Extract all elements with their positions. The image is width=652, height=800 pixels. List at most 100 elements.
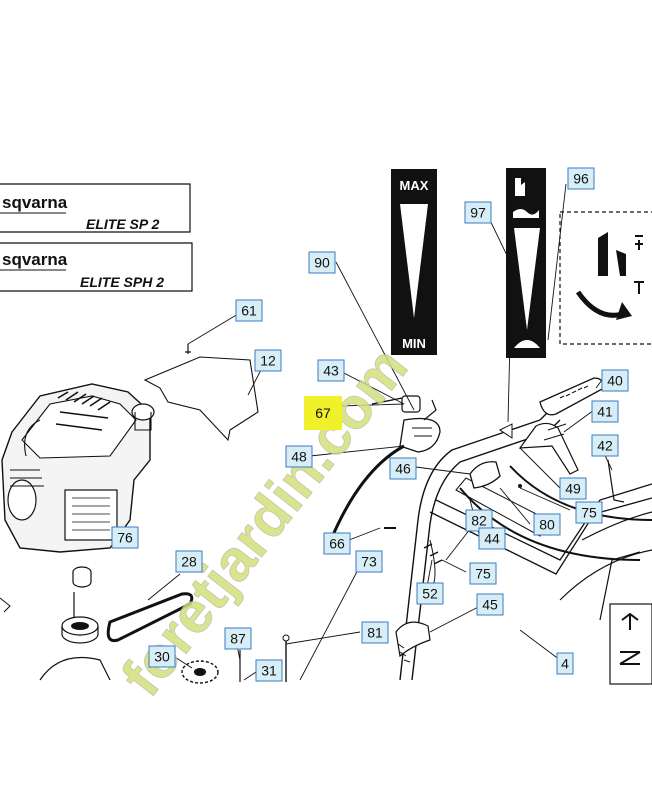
part-label-number: 66 bbox=[329, 536, 345, 552]
part-label-97: 97 bbox=[464, 201, 492, 224]
part-label-number: 12 bbox=[260, 353, 276, 369]
part-label-61: 61 bbox=[235, 299, 263, 322]
part-label-box bbox=[601, 369, 629, 392]
part-label-number: 80 bbox=[539, 517, 555, 533]
part-label-number: 42 bbox=[597, 438, 613, 454]
part-label-number: 41 bbox=[597, 404, 613, 420]
part-label-box bbox=[533, 513, 561, 536]
part-label-number: 31 bbox=[261, 663, 277, 679]
part-label-28: 28 bbox=[175, 550, 203, 573]
part-label-40: 40 bbox=[601, 369, 629, 392]
part-label-75: 75 bbox=[575, 501, 603, 524]
part-label-box bbox=[175, 550, 203, 573]
part-label-box bbox=[575, 501, 603, 524]
part-label-66: 66 bbox=[323, 532, 351, 555]
part-label-46: 46 bbox=[389, 457, 417, 480]
part-label-box bbox=[469, 562, 497, 585]
part-label-box bbox=[464, 201, 492, 224]
part-label-number: 90 bbox=[314, 255, 330, 271]
speed-decal bbox=[506, 168, 546, 358]
part-label-87: 87 bbox=[224, 627, 252, 650]
part-label-number: 28 bbox=[181, 554, 197, 570]
part-label-45: 45 bbox=[476, 593, 504, 616]
part-label-box bbox=[556, 652, 574, 675]
part-label-box bbox=[361, 621, 389, 644]
part-label-12: 12 bbox=[254, 349, 282, 372]
part-label-number: 49 bbox=[565, 481, 581, 497]
brand-panel-sph2-model: ELITE SPH 2 bbox=[80, 274, 164, 290]
brand-panel-sph2: sqvarna ELITE SPH 2 bbox=[0, 242, 193, 292]
part-label-box bbox=[567, 167, 595, 190]
part-label-31: 31 bbox=[255, 659, 283, 682]
part-label-90: 90 bbox=[308, 251, 336, 274]
throttle-decal-min: MIN bbox=[402, 336, 426, 351]
part-label-number: 43 bbox=[323, 363, 339, 379]
part-label-number: 81 bbox=[367, 625, 383, 641]
part-label-box bbox=[308, 251, 336, 274]
part-label-number: 82 bbox=[471, 513, 487, 529]
part-label-box bbox=[224, 627, 252, 650]
part-label-number: 52 bbox=[422, 586, 438, 602]
part-label-43: 43 bbox=[317, 359, 345, 382]
part-label-box bbox=[148, 645, 176, 668]
part-label-96: 96 bbox=[567, 167, 595, 190]
part-label-number: 76 bbox=[117, 530, 133, 546]
part-label-box bbox=[317, 359, 345, 382]
part-label-box bbox=[235, 299, 263, 322]
part-label-41: 41 bbox=[591, 400, 619, 423]
brand-panel-sp2-brand: sqvarna bbox=[2, 193, 68, 212]
part-label-number: 61 bbox=[241, 303, 257, 319]
part-label-75: 75 bbox=[469, 562, 497, 585]
engine bbox=[1, 383, 155, 553]
part-label-number: 44 bbox=[484, 531, 500, 547]
part-label-49: 49 bbox=[559, 477, 587, 500]
part-label-box bbox=[323, 532, 351, 555]
part-label-48: 48 bbox=[285, 445, 313, 468]
part-label-30: 30 bbox=[148, 645, 176, 668]
instruction-decal bbox=[559, 211, 652, 345]
part-label-number: 97 bbox=[470, 205, 486, 221]
part-label-80: 80 bbox=[533, 513, 561, 536]
part-label-4: 4 bbox=[556, 652, 574, 675]
cover-plate bbox=[143, 344, 259, 442]
throttle-decal-max: MAX bbox=[400, 178, 429, 193]
drive-parts bbox=[0, 566, 290, 684]
handlebar bbox=[384, 377, 652, 685]
part-label-number: 40 bbox=[607, 373, 623, 389]
part-label-number: 30 bbox=[154, 649, 170, 665]
part-label-73: 73 bbox=[355, 550, 383, 573]
part-label-box bbox=[254, 349, 282, 372]
part-label-number: 87 bbox=[230, 631, 246, 647]
part-label-number: 75 bbox=[581, 505, 597, 521]
part-label-number: 4 bbox=[561, 656, 569, 672]
part-label-52: 52 bbox=[416, 582, 444, 605]
brand-panel-sp2-model: ELITE SP 2 bbox=[86, 216, 160, 232]
part-label-number: 75 bbox=[475, 566, 491, 582]
part-label-box bbox=[389, 457, 417, 480]
part-label-box bbox=[285, 445, 313, 468]
part-label-box bbox=[559, 477, 587, 500]
part-label-box bbox=[476, 593, 504, 616]
part-label-81: 81 bbox=[361, 621, 389, 644]
part-label-box bbox=[304, 396, 342, 430]
part-label-number: 48 bbox=[291, 449, 307, 465]
part-label-box bbox=[591, 434, 619, 457]
part-label-number: 45 bbox=[482, 597, 498, 613]
part-label-67: 67 bbox=[304, 396, 342, 430]
part-label-box bbox=[255, 659, 283, 682]
part-label-number: 96 bbox=[573, 171, 589, 187]
part-label-44: 44 bbox=[478, 527, 506, 550]
part-label-box bbox=[591, 400, 619, 423]
throttle-decal: MAX MIN bbox=[391, 169, 437, 355]
part-label-number: 46 bbox=[395, 461, 411, 477]
part-label-box bbox=[111, 526, 139, 549]
part-label-box bbox=[355, 550, 383, 573]
part-label-number: 67 bbox=[315, 405, 331, 421]
part-label-box bbox=[416, 582, 444, 605]
part-label-box bbox=[478, 527, 506, 550]
brand-panel-sp2: sqvarna ELITE SP 2 bbox=[0, 183, 191, 233]
brand-panel-sph2-brand: sqvarna bbox=[2, 250, 68, 269]
part-label-76: 76 bbox=[111, 526, 139, 549]
